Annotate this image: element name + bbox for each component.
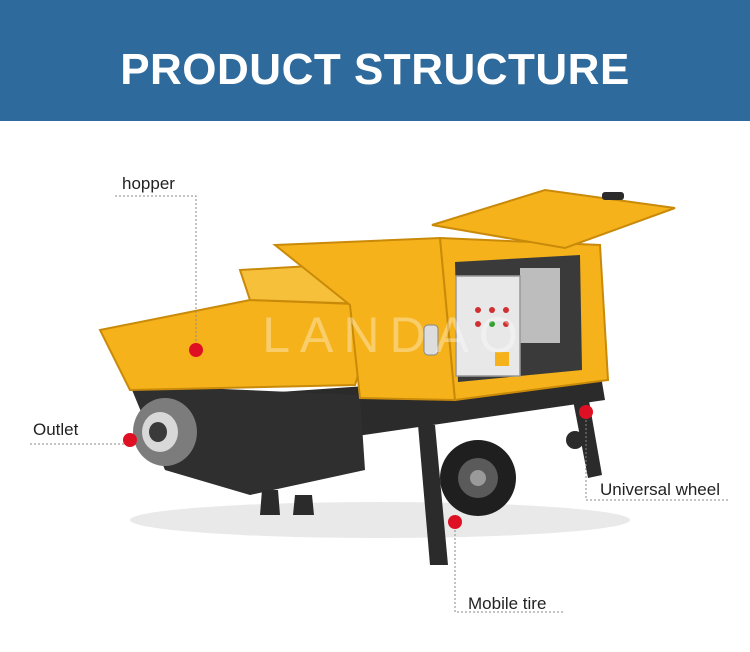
label-outlet: Outlet bbox=[33, 420, 79, 439]
ground-shadow bbox=[130, 502, 630, 538]
header-banner bbox=[0, 0, 750, 121]
universal-wheel-marker bbox=[579, 405, 593, 419]
open-lid bbox=[431, 188, 676, 250]
mobile-tire-marker bbox=[448, 515, 462, 529]
leader-lines bbox=[30, 195, 730, 613]
label-mobile-tire: Mobile tire bbox=[468, 594, 547, 613]
stand-leg bbox=[418, 425, 448, 565]
pressure-gauge bbox=[423, 324, 439, 356]
watermark: LANDAO bbox=[262, 307, 528, 363]
page-title: PRODUCT STRUCTURE bbox=[120, 45, 630, 94]
label-universal-wheel: Universal wheel bbox=[600, 480, 720, 499]
lid-handle bbox=[602, 192, 624, 200]
control-buttons bbox=[475, 307, 509, 327]
callout-markers bbox=[123, 343, 593, 529]
universal-wheel bbox=[566, 431, 584, 449]
label-hopper: hopper bbox=[122, 174, 175, 193]
motor bbox=[520, 268, 560, 343]
outlet-marker bbox=[123, 433, 137, 447]
hopper-marker bbox=[189, 343, 203, 357]
control-box bbox=[455, 275, 521, 377]
front-leg bbox=[260, 490, 280, 515]
engine-cover bbox=[272, 236, 457, 402]
rear-leg bbox=[572, 395, 602, 478]
